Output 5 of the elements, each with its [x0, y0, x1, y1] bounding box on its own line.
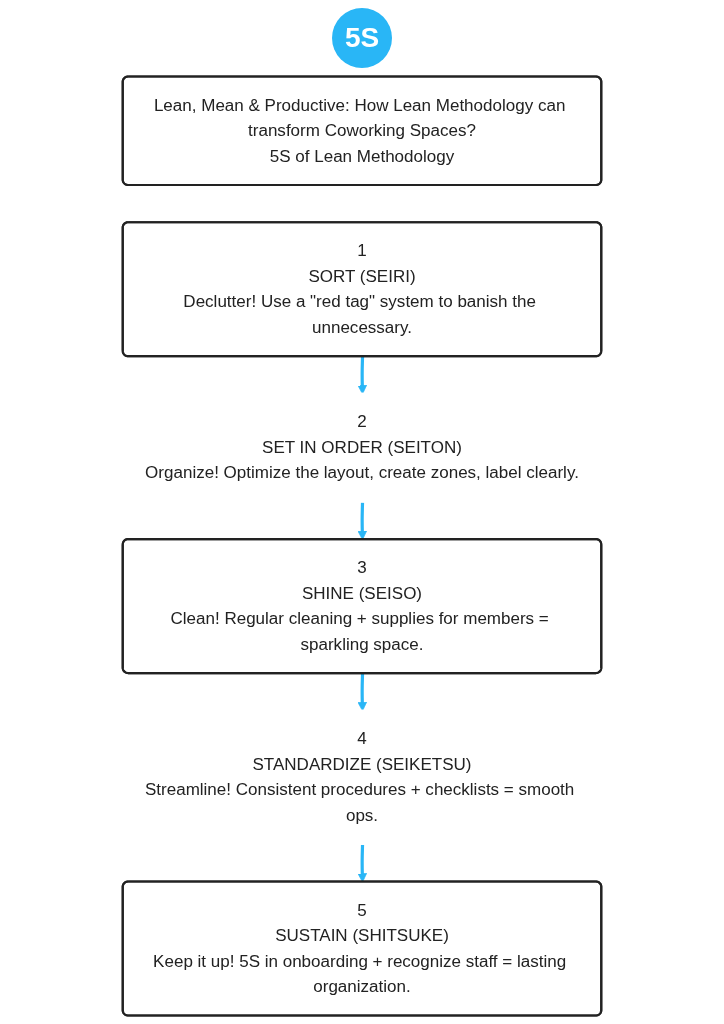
node-text: 2 SET IN ORDER (SEITON) Organize! Optimize the layout, create zones, label clearly.: [145, 412, 579, 482]
arrow: [357, 356, 367, 395]
arrow: [357, 673, 367, 712]
node-text: 4 STANDARDIZE (SEIKETSU) Streamline! Consistent procedures + checklists = smooth ops.: [144, 729, 575, 825]
icon-label: 5S: [332, 8, 392, 68]
